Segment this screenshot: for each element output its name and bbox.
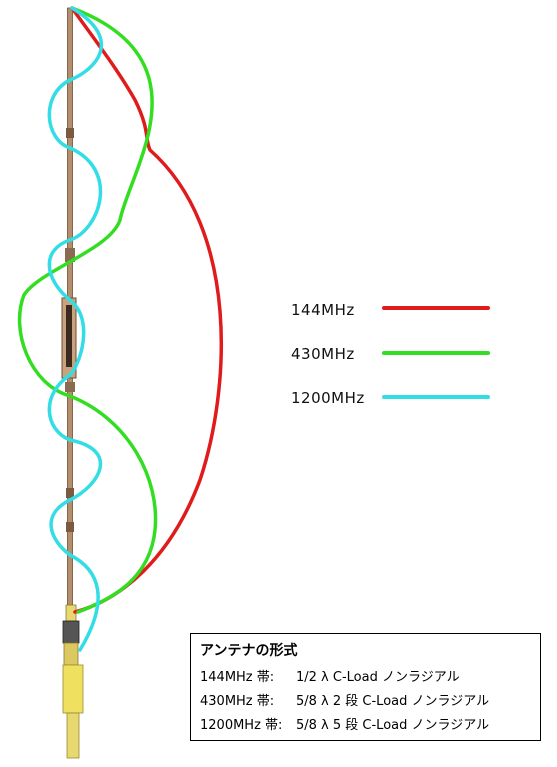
band-label: 144MHz 帯: [200,670,275,685]
legend-label-430mhz: 430MHz [291,345,355,363]
antenna-type-row-1200: 1200MHz 帯: 5/8 λ 5 段 C-Load ノンラジアル [200,716,540,740]
legend-label-1200mhz: 1200MHz [291,389,365,407]
coil-2 [65,248,75,262]
base-connector-tail [66,712,80,759]
matching-inner [66,305,72,367]
antenna-type-row-430: 430MHz 帯: 5/8 λ 2 段 C-Load ノンラジアル [200,692,540,716]
antenna-type-title: アンテナの形式 [200,643,298,659]
coil-4 [66,488,74,498]
curve-430mhz [17,6,158,614]
legend-line-430mhz [382,351,490,355]
coil-5 [66,522,74,532]
band-label: 430MHz 帯: [200,694,275,709]
band-type: 1/2 λ C-Load ノンラジアル [296,670,460,685]
base-connector-collar [63,642,79,666]
band-label: 1200MHz 帯: [200,718,283,733]
legend-line-144mhz [382,306,490,310]
band-type: 5/8 λ 5 段 C-Load ノンラジアル [296,718,490,733]
curve-1200mhz [47,6,104,652]
base-connector-dark [62,620,80,644]
antenna-type-box: アンテナの形式 144MHz 帯: 1/2 λ C-Load ノンラジアル 430… [190,633,541,741]
base-connector-body [62,664,84,714]
legend-label-144mhz: 144MHz [291,301,355,319]
coil-1 [66,128,74,138]
antenna-type-row-144: 144MHz 帯: 1/2 λ C-Load ノンラジアル [200,668,540,692]
legend-line-1200mhz [382,395,490,399]
curve-144mhz [70,6,224,614]
coil-3 [65,382,75,392]
band-type: 5/8 λ 2 段 C-Load ノンラジアル [296,694,490,709]
antenna-element [61,7,84,759]
